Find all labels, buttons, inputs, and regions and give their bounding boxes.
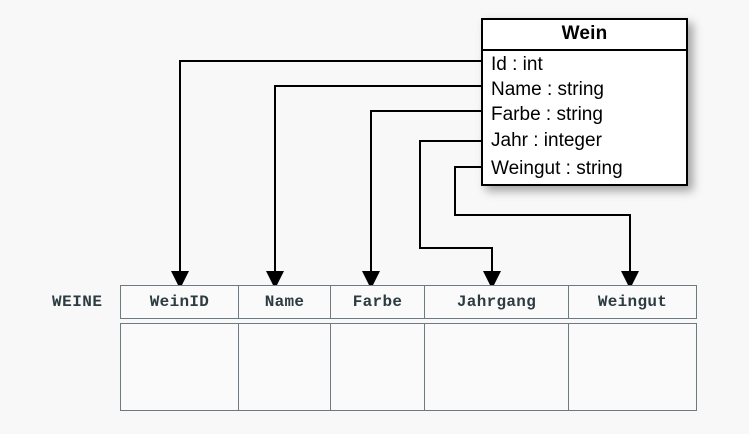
table-cell-farbe[interactable] <box>331 324 425 410</box>
table-cell-weinid[interactable] <box>121 324 239 410</box>
table-cell-name[interactable] <box>239 324 331 410</box>
uml-attribute-jahr[interactable]: Jahr : integer <box>491 129 602 151</box>
relational-table[interactable]: WeinID Name Farbe Jahrgang Weingut <box>120 285 697 411</box>
uml-attribute-list: Id : int Name : string Farbe : string Ja… <box>483 51 686 184</box>
column-header-jahrgang[interactable]: Jahrgang <box>425 286 569 318</box>
table-row <box>120 323 697 411</box>
uml-attribute-id[interactable]: Id : int <box>491 53 543 75</box>
column-header-weingut[interactable]: Weingut <box>597 293 668 311</box>
uml-class-box[interactable]: Wein Id : int Name : string Farbe : stri… <box>481 18 688 186</box>
connector-id-to-weinid <box>171 60 481 289</box>
table-header-row: WeinID Name Farbe Jahrgang Weingut <box>120 285 697 319</box>
uml-attribute-weingut[interactable]: Weingut : string <box>491 157 623 179</box>
table-cell-weingut[interactable] <box>569 324 696 410</box>
uml-attribute-farbe[interactable]: Farbe : string <box>491 103 603 125</box>
connector-farbe-to-farbe <box>362 110 481 289</box>
connector-name-to-name <box>266 85 481 289</box>
uml-attribute-name[interactable]: Name : string <box>491 78 604 100</box>
column-header-weinid[interactable]: WeinID <box>121 286 239 318</box>
table-cell-jahrgang[interactable] <box>425 324 569 410</box>
uml-class-title: Wein <box>483 20 686 51</box>
column-header-farbe[interactable]: Farbe <box>331 286 425 318</box>
column-header-name[interactable]: Name <box>239 286 331 318</box>
relation-name-label: WEINE <box>52 293 103 311</box>
